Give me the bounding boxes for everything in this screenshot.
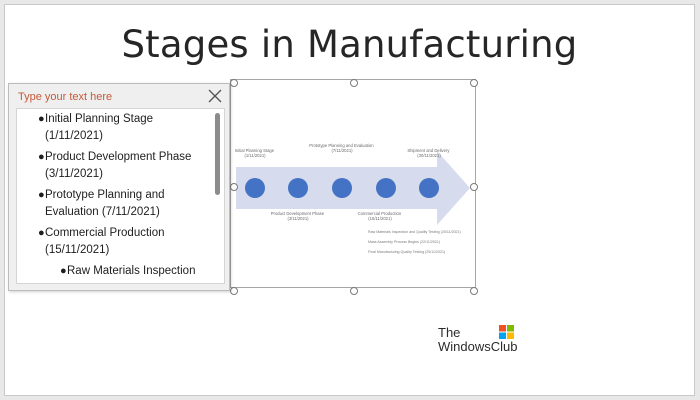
resize-handle-bottom-right[interactable] — [470, 287, 478, 295]
watermark-line-1: The — [438, 325, 461, 340]
smartart-text-pane: Type your text here ● Initial Planning S… — [8, 83, 230, 291]
label-shipment-delivery: Shipment and Delivery (30/11/2021) — [407, 148, 450, 158]
list-item[interactable]: ● Initial Planning Stage (1/11/2021) — [17, 111, 224, 145]
timeline-dot-4 — [376, 178, 396, 198]
sub-bullet-2: Mass Assembly Process Begins (22/11/2021… — [368, 240, 440, 244]
text-pane-editor[interactable]: ● Initial Planning Stage (1/11/2021) ● P… — [16, 108, 225, 284]
list-item-text: Commercial Production (15/11/2021) — [45, 227, 165, 256]
list-item[interactable]: ● Commercial Production (15/11/2021) — [17, 225, 224, 259]
resize-handle-top-right[interactable] — [470, 79, 478, 87]
sub-bullet-3: Final Manufacturing Quality Testing (25/… — [368, 250, 445, 254]
text-pane-scrollbar[interactable] — [215, 113, 220, 195]
resize-handle-top-left[interactable] — [230, 79, 238, 87]
list-item-sub[interactable]: ● Raw Materials Inspection — [17, 263, 224, 280]
watermark-line-2: WindowsClub — [438, 339, 518, 354]
bullet-icon: ● — [38, 151, 45, 163]
list-item-text: Product Development Phase (3/11/2021) — [45, 151, 192, 180]
sub-bullet-1: Raw Materials Inspection and Quality Tes… — [368, 230, 461, 234]
resize-handle-top-center[interactable] — [350, 79, 358, 87]
timeline-dot-3 — [332, 178, 352, 198]
label-prototype-planning: Prototype Planning and Evaluation (7/11/… — [309, 143, 374, 153]
list-item[interactable]: ● Prototype Planning and Evaluation (7/1… — [17, 187, 224, 221]
bullet-icon: ● — [38, 189, 45, 201]
timeline-dot-2 — [288, 178, 308, 198]
resize-handle-middle-left[interactable] — [230, 183, 238, 191]
timeline-dot-5 — [419, 178, 439, 198]
label-initial-planning: Initial Planning Stage (1/11/2021) — [235, 148, 276, 158]
resize-handle-bottom-center[interactable] — [350, 287, 358, 295]
windows-logo-icon — [499, 325, 514, 339]
bullet-icon: ● — [60, 265, 67, 277]
timeline-dot-1 — [245, 178, 265, 198]
close-icon[interactable] — [207, 88, 223, 104]
text-pane-list: ● Initial Planning Stage (1/11/2021) ● P… — [17, 109, 224, 280]
list-item-text: Prototype Planning and Evaluation (7/11/… — [45, 189, 165, 218]
bullet-icon: ● — [38, 227, 45, 239]
slide-title[interactable]: Stages in Manufacturing — [121, 23, 578, 66]
list-item-text: Raw Materials Inspection — [67, 265, 196, 277]
resize-handle-bottom-left[interactable] — [230, 287, 238, 295]
list-item[interactable]: ● Product Development Phase (3/11/2021) — [17, 149, 224, 183]
list-item-text: Initial Planning Stage (1/11/2021) — [45, 113, 154, 142]
resize-handle-middle-right[interactable] — [470, 183, 478, 191]
label-commercial-production: Commercial Production (15/11/2021) — [358, 211, 403, 221]
watermark-text: The WindowsClub — [438, 326, 517, 354]
text-pane-header: Type your text here — [18, 91, 113, 103]
bullet-icon: ● — [38, 113, 45, 125]
label-product-development: Product Development Phase (3/11/2021) — [271, 211, 325, 221]
timeline-arrow — [236, 151, 470, 225]
